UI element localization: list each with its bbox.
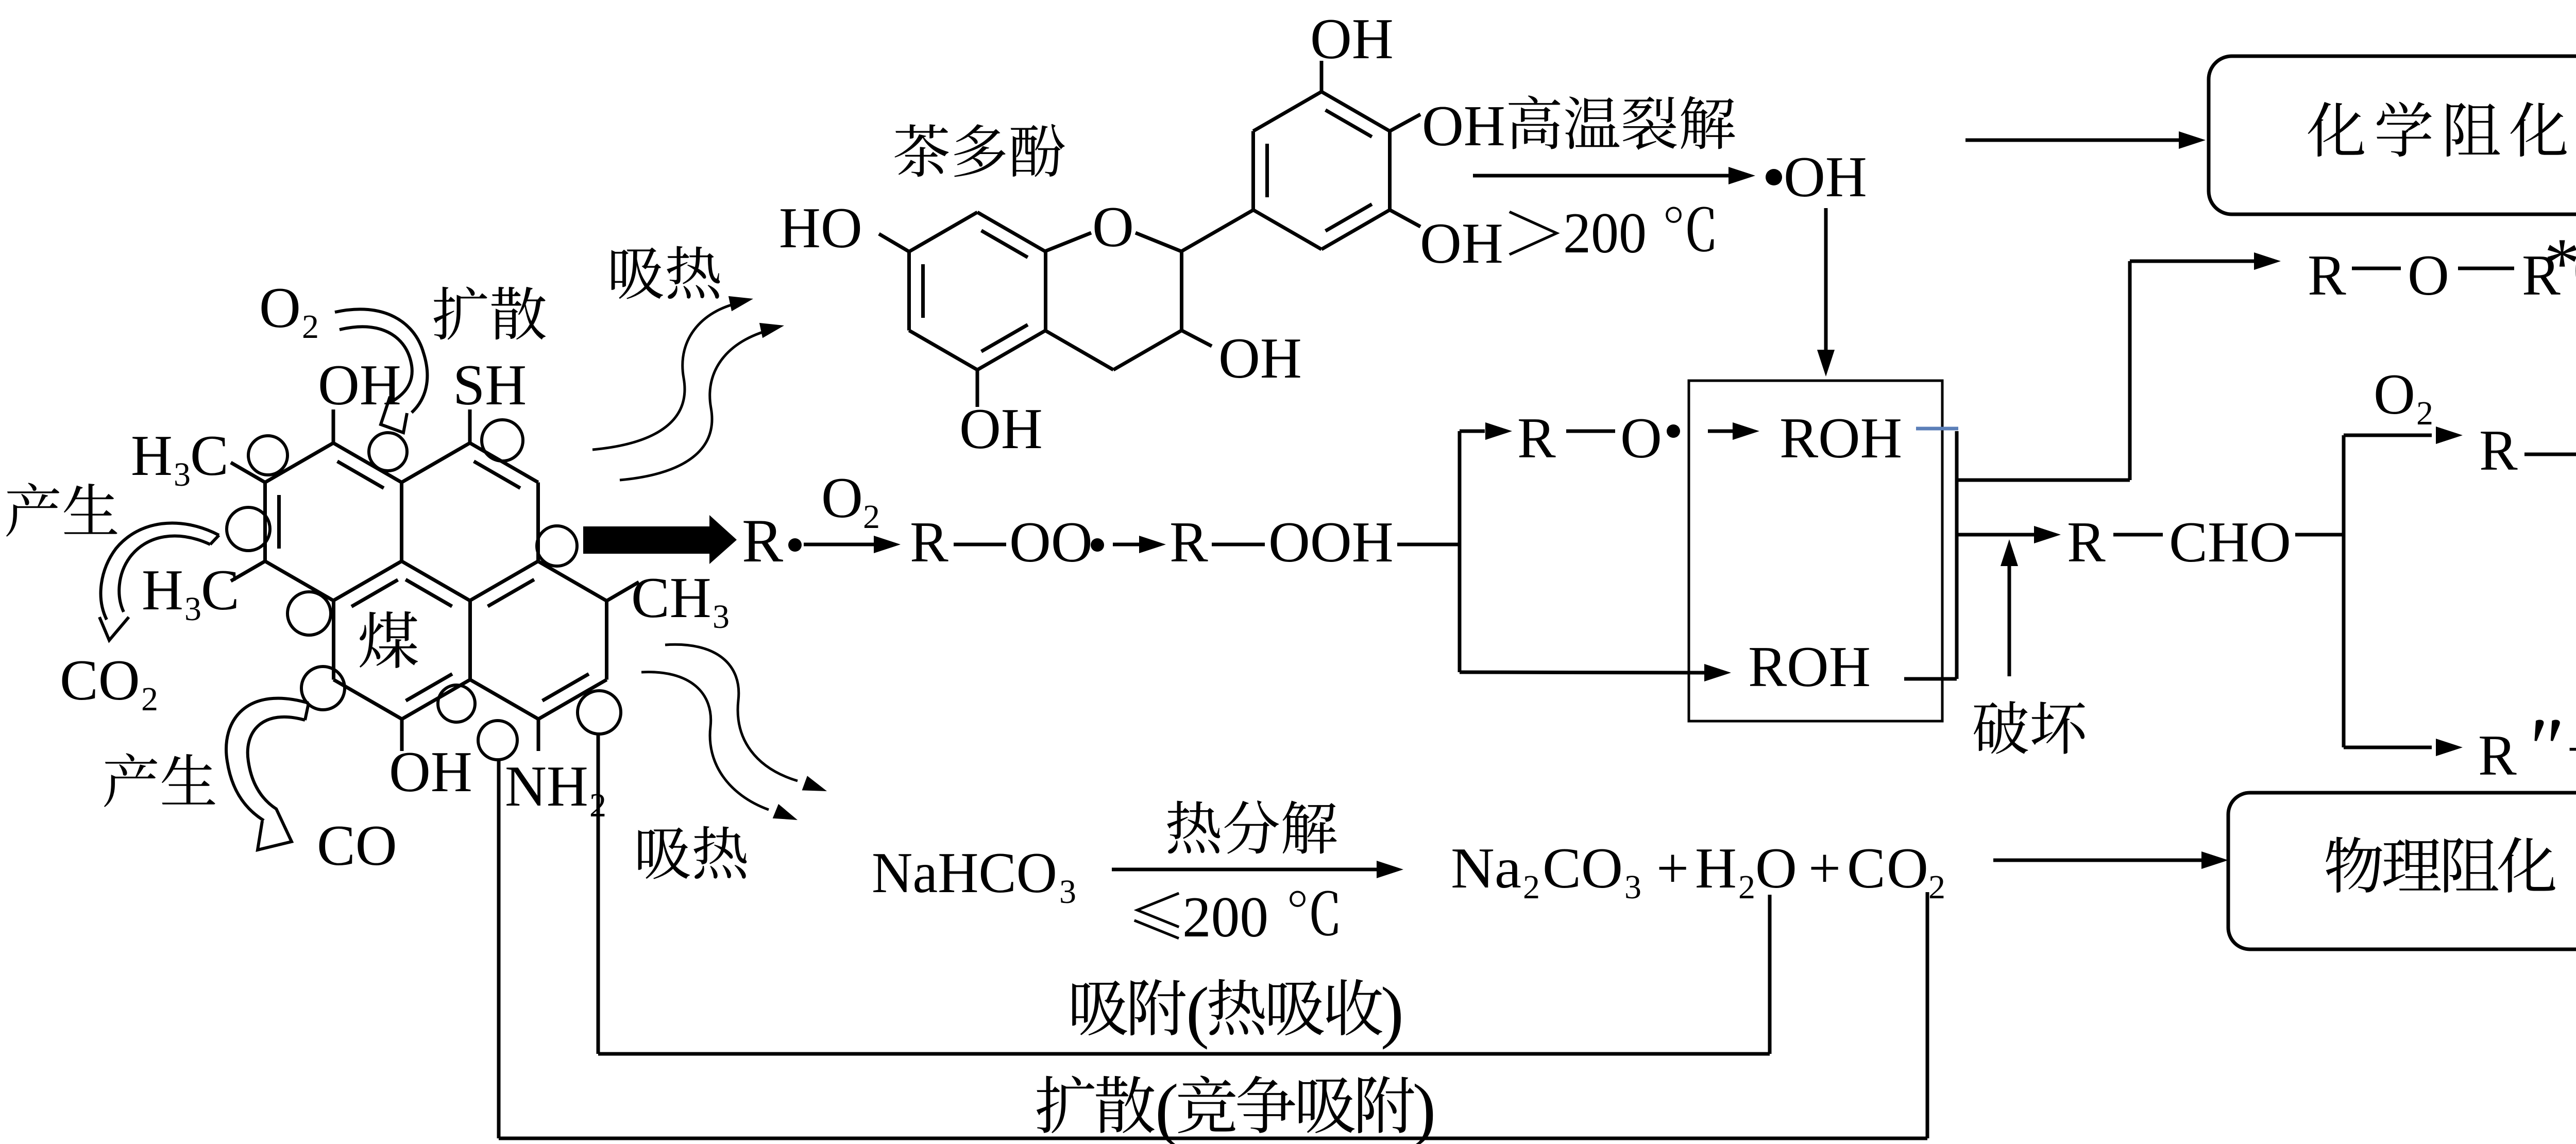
svg-text:CO: CO — [1543, 836, 1623, 900]
svg-text:R: R — [910, 510, 948, 574]
svg-text:R: R — [2478, 724, 2517, 788]
svg-text:2: 2 — [1523, 868, 1540, 906]
svg-text:(: ( — [2572, 223, 2576, 305]
svg-text:R: R — [1517, 406, 1556, 470]
svg-text:2: 2 — [2416, 395, 2433, 432]
svg-text:OH: OH — [1310, 7, 1394, 71]
svg-text:2: 2 — [863, 498, 880, 536]
svg-text:O: O — [259, 276, 301, 340]
svg-text:CO: CO — [317, 814, 397, 878]
svg-text:3: 3 — [1059, 873, 1076, 911]
svg-text:OH: OH — [1422, 94, 1505, 158]
svg-text:H: H — [1695, 836, 1737, 900]
svg-text:OH: OH — [318, 353, 401, 417]
svg-text:3: 3 — [174, 456, 191, 493]
svg-text:R: R — [2067, 510, 2106, 574]
svg-text:3: 3 — [1624, 868, 1641, 906]
svg-text:O: O — [821, 466, 863, 530]
svg-text:CHO: CHO — [2169, 510, 2291, 574]
svg-text:O: O — [2374, 363, 2415, 426]
svg-text:OH: OH — [389, 740, 472, 804]
svg-text:HO: HO — [779, 196, 862, 260]
svg-text:2: 2 — [141, 680, 158, 718]
svg-text:200: 200 — [1182, 885, 1268, 949]
svg-text:R: R — [1170, 510, 1208, 574]
svg-text:OH: OH — [1422, 94, 1505, 158]
svg-text:O: O — [1092, 195, 1134, 259]
svg-text:+: + — [1656, 836, 1689, 900]
svg-text:R: R — [2308, 244, 2346, 308]
svg-text:NH: NH — [505, 755, 588, 818]
svg-text:CO: CO — [60, 648, 140, 712]
svg-text:C: C — [201, 558, 240, 622]
svg-text:SH: SH — [453, 353, 527, 417]
svg-text:): ) — [1381, 974, 1404, 1050]
svg-text:2: 2 — [302, 308, 319, 346]
svg-text:O: O — [1620, 406, 1662, 470]
svg-text:O: O — [1755, 836, 1797, 900]
svg-text:*: * — [2544, 224, 2576, 303]
svg-text:(: ( — [1155, 1070, 1179, 1144]
svg-text:): ) — [1413, 1070, 1436, 1144]
svg-text:3: 3 — [713, 598, 730, 636]
svg-text:OH: OH — [959, 397, 1043, 461]
svg-text:O: O — [1887, 836, 1928, 900]
svg-text:3: 3 — [184, 590, 201, 628]
svg-text:200: 200 — [1563, 201, 1647, 265]
svg-text:H: H — [142, 558, 183, 622]
svg-text:(: ( — [1186, 974, 1209, 1050]
svg-text:OH: OH — [1420, 212, 1503, 276]
svg-text:OOH: OOH — [1268, 510, 1394, 574]
svg-text:+: + — [2567, 718, 2576, 781]
svg-text:Na: Na — [1451, 836, 1521, 900]
svg-text:H: H — [131, 424, 173, 488]
svg-text:+: + — [1808, 836, 1841, 900]
svg-text:CH: CH — [631, 566, 711, 630]
svg-text:R: R — [2479, 419, 2518, 483]
svg-text:OH: OH — [1218, 327, 1302, 390]
svg-text:R: R — [742, 506, 783, 575]
svg-text:OO: OO — [1009, 510, 1093, 574]
svg-text:OH: OH — [1784, 145, 1867, 209]
svg-text:NaHCO: NaHCO — [872, 841, 1057, 905]
svg-text:2: 2 — [1738, 868, 1755, 906]
svg-text:C: C — [190, 424, 229, 488]
svg-text:R: R — [2522, 244, 2561, 308]
svg-text:C: C — [1847, 836, 1886, 900]
svg-text:O: O — [2408, 244, 2449, 308]
svg-text:ROH: ROH — [1748, 635, 1871, 699]
svg-text:2: 2 — [1928, 868, 1945, 906]
svg-text:ROH: ROH — [1780, 406, 1902, 470]
